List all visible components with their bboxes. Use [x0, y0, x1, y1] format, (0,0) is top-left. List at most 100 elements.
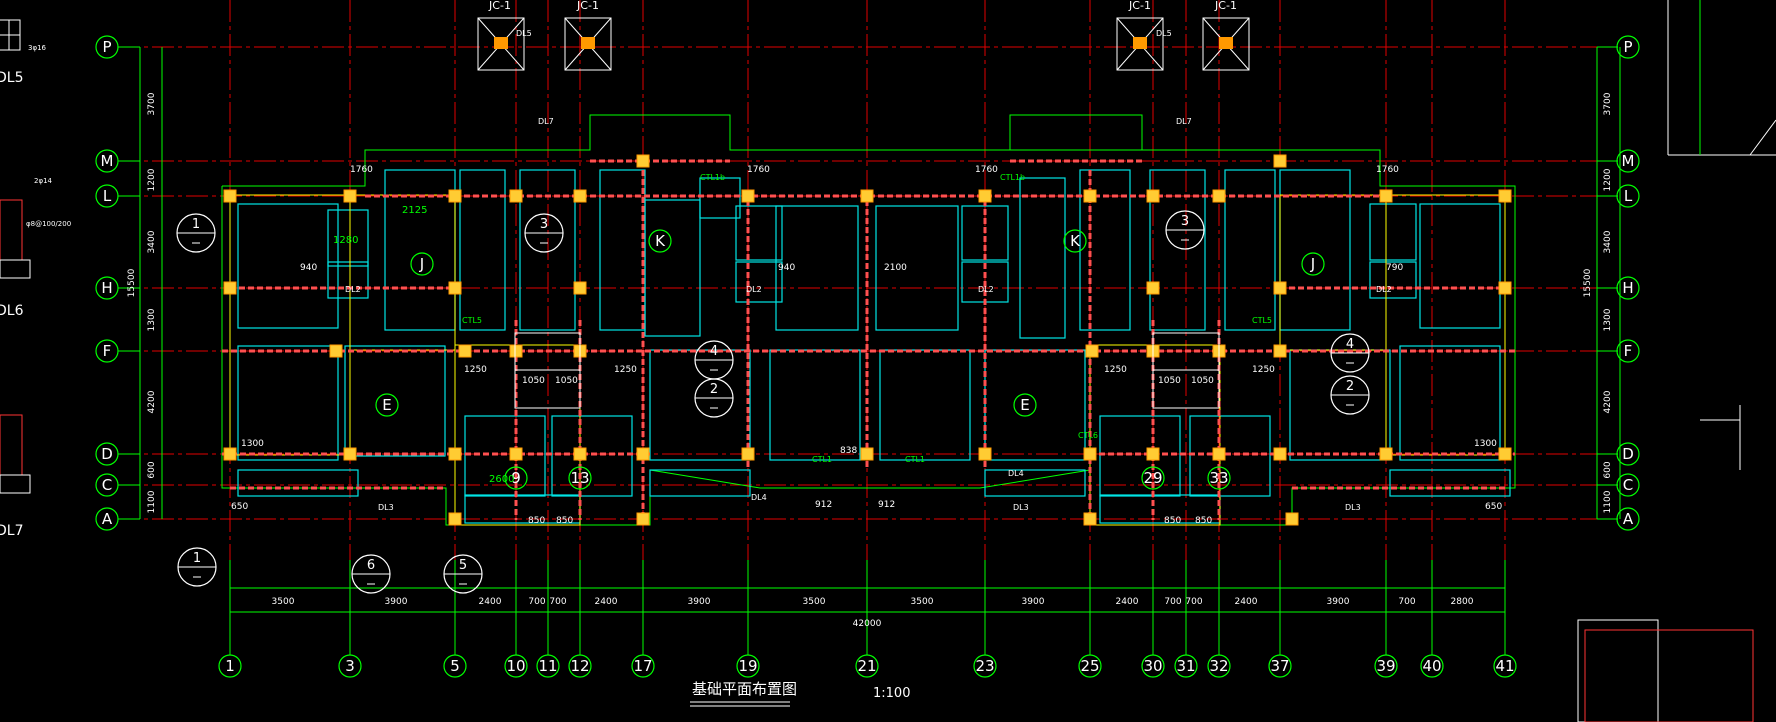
row-axis-bubble: M — [1616, 149, 1640, 173]
stair-cores — [514, 332, 1220, 409]
row-axis-label: C — [102, 476, 112, 494]
row-axis-label: F — [103, 342, 112, 360]
svg-text:1250: 1250 — [614, 365, 637, 375]
row-axis-bubble: P — [1616, 35, 1640, 59]
dimension-frame — [139, 47, 1621, 613]
dimension-text: 3900 — [1327, 597, 1350, 607]
svg-text:3700: 3700 — [147, 92, 157, 115]
column-axis-label: 40 — [1422, 657, 1441, 675]
row-axis-label: M — [101, 152, 114, 170]
svg-text:1050: 1050 — [522, 376, 545, 386]
column-axis-bubble: 32 — [1207, 654, 1231, 678]
section-number: 1 — [193, 551, 201, 566]
svg-text:940: 940 — [778, 263, 795, 273]
detail-label-dl6: DL6 — [0, 303, 24, 319]
footing-outline — [551, 415, 633, 497]
footing-outline — [735, 261, 783, 303]
column-axis-label: 37 — [1270, 657, 1289, 675]
column-axis-bubble: 19 — [736, 654, 760, 678]
section-mark: 5 — [443, 554, 483, 594]
dimension-text: 2400 — [1235, 597, 1258, 607]
column — [636, 154, 650, 168]
row-axis-bubble: C — [1616, 473, 1640, 497]
column — [1146, 281, 1160, 295]
svg-text:850: 850 — [556, 516, 573, 526]
column-axis-bubble: 41 — [1493, 654, 1517, 678]
svg-text:1100: 1100 — [1603, 490, 1613, 513]
footing-strip — [1389, 469, 1511, 497]
footing-outline — [1019, 177, 1066, 339]
svg-text:850: 850 — [1195, 516, 1212, 526]
column — [1212, 447, 1226, 461]
svg-text:1050: 1050 — [555, 376, 578, 386]
row-axis-label: D — [101, 445, 113, 463]
svg-text:1760: 1760 — [747, 165, 770, 175]
mark-K: K — [1063, 229, 1087, 253]
jc1-label: JC-1 — [1214, 0, 1237, 12]
column-axis-bubble: 40 — [1420, 654, 1444, 678]
column-axis-bubble: 25 — [1078, 654, 1102, 678]
column-axis-bubble: 12 — [568, 654, 592, 678]
detail-label-dl7: DL7 — [0, 523, 24, 539]
column — [448, 512, 462, 526]
column — [448, 281, 462, 295]
row-axis-label: H — [101, 279, 112, 297]
column — [573, 281, 587, 295]
column — [573, 189, 587, 203]
mark-J: J — [1301, 252, 1325, 276]
svg-text:1760: 1760 — [1376, 165, 1399, 175]
section-number: 2 — [1346, 379, 1354, 394]
svg-text:1100: 1100 — [147, 490, 157, 513]
svg-text:1050: 1050 — [1158, 376, 1181, 386]
footing-outline — [237, 345, 339, 461]
dimension-text: 3900 — [385, 597, 408, 607]
detail-label-dl5: DL5 — [0, 70, 24, 86]
svg-text:DL3: DL3 — [378, 503, 394, 512]
dimension-text: 3500 — [272, 597, 295, 607]
column — [636, 447, 650, 461]
footing-outline — [644, 199, 701, 337]
footing-outline — [879, 349, 971, 461]
svg-text:1300: 1300 — [1603, 308, 1613, 331]
row-axis-label: P — [1623, 38, 1632, 56]
footing-outline — [1399, 345, 1501, 461]
mark-29: 29 — [1141, 466, 1165, 490]
svg-text:600: 600 — [1603, 461, 1613, 478]
element-marks: J J K K E E 9 13 29 33 — [375, 229, 1325, 490]
svg-text:3700: 3700 — [1603, 92, 1613, 115]
footing-strip — [984, 469, 1086, 497]
mark-33: 33 — [1207, 466, 1231, 490]
svg-text:CTL5: CTL5 — [462, 316, 482, 325]
footing-outline — [984, 349, 1086, 461]
column — [741, 189, 755, 203]
pile-caps: JC-1 JC-1 JC-1 JC-1 — [477, 0, 1250, 71]
column-axis-bubble: 3 — [338, 654, 362, 678]
column — [1498, 281, 1512, 295]
row-axis-bubble: A — [1616, 507, 1640, 531]
mark-E: E — [1013, 393, 1037, 417]
column-axis-label: 3 — [345, 657, 355, 675]
section-number: 3 — [1181, 214, 1189, 229]
column-axis-bubble: 11 — [536, 654, 560, 678]
column-axis-bubble: 17 — [631, 654, 655, 678]
column — [1379, 447, 1393, 461]
svg-text:600: 600 — [147, 461, 157, 478]
column — [860, 447, 874, 461]
svg-text:790: 790 — [1386, 263, 1403, 273]
svg-text:2125: 2125 — [402, 205, 427, 216]
svg-text:K: K — [655, 232, 666, 250]
section-number: 4 — [1346, 337, 1354, 352]
structural-columns — [223, 154, 1512, 526]
column — [1085, 344, 1099, 358]
svg-text:J: J — [419, 255, 424, 273]
dimension-text: 700 — [549, 597, 566, 607]
svg-text:1760: 1760 — [350, 165, 373, 175]
row-axis-bubble: P — [95, 35, 119, 59]
dimension-text: 3500 — [803, 597, 826, 607]
row-axis-bubble: M — [95, 149, 119, 173]
column — [1212, 189, 1226, 203]
footing-outline — [327, 209, 369, 267]
